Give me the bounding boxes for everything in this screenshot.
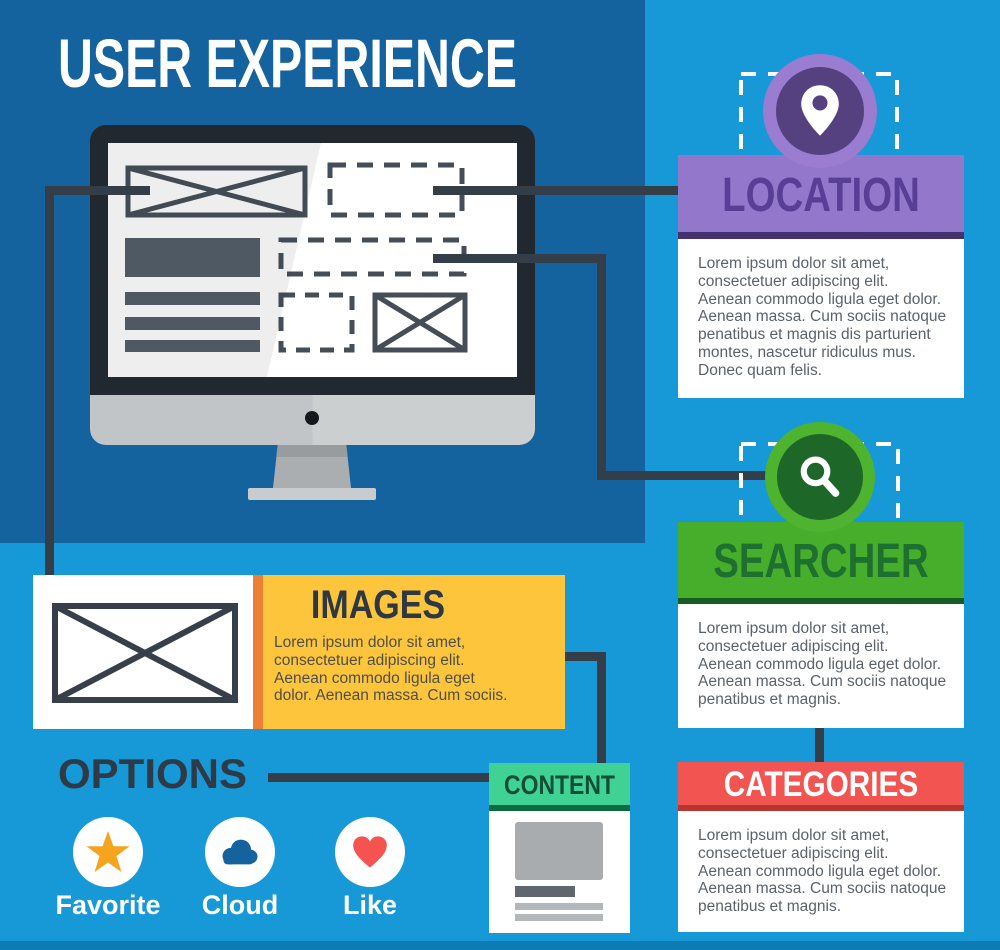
options-heading: OPTIONS: [58, 750, 248, 797]
cloud-icon: [222, 839, 258, 865]
content-header: CONTENT: [489, 763, 630, 805]
categories-body-text: Lorem ipsum dolor sit amet, consectetuer…: [698, 827, 947, 916]
location-title: LOCATION: [722, 169, 920, 222]
cloud-label: Cloud: [201, 890, 279, 920]
wireframe-image-placeholder-bottom-right: [372, 292, 468, 353]
searcher-dashed-frame: [739, 442, 900, 525]
cloud-option: [205, 817, 275, 887]
connector-line-images-content-1: [565, 652, 606, 661]
categories-header-underline: [678, 805, 964, 811]
images-accent-strip: [253, 575, 263, 729]
searcher-header: SEARCHER: [678, 522, 964, 598]
location-badge: [763, 54, 877, 168]
connector-line-to-searcher-1: [433, 254, 606, 263]
wireframe-text-line: [125, 340, 260, 352]
image-placeholder-icon: [52, 603, 238, 703]
connector-line-to-searcher-3: [597, 471, 780, 480]
content-image-placeholder: [515, 822, 603, 880]
connector-line-to-searcher-2: [597, 254, 606, 480]
location-card-body: Lorem ipsum dolor sit amet, consectetuer…: [678, 239, 964, 398]
images-title: IMAGES: [310, 583, 446, 627]
like-option: [335, 817, 405, 887]
searcher-body-text: Lorem ipsum dolor sit amet, consectetuer…: [698, 620, 947, 709]
searcher-header-underline: [678, 598, 964, 604]
star-icon: [86, 830, 130, 873]
location-dashed-frame: [739, 72, 899, 158]
connector-line-options-content: [268, 773, 489, 782]
searcher-badge: [765, 422, 875, 532]
location-header-underline: [678, 232, 964, 239]
images-body-text: Lorem ipsum dolor sit amet, consectetuer…: [274, 634, 508, 705]
page-title: USER EXPERIENCE: [58, 25, 517, 102]
location-body-text: Lorem ipsum dolor sit amet, consectetuer…: [698, 255, 947, 379]
bottom-accent-strip: [0, 941, 1000, 950]
images-card: [263, 575, 565, 729]
heart-icon: [353, 836, 387, 868]
monitor-stand-neck: [273, 445, 351, 488]
connector-line-searcher-categories: [815, 726, 824, 766]
searcher-title: SEARCHER: [713, 535, 929, 588]
content-heading-bar: [515, 886, 575, 897]
favorite-label: Favorite: [55, 890, 161, 920]
categories-header: CATEGORIES: [678, 762, 964, 805]
content-text-bar: [515, 914, 603, 921]
map-pin-icon: [801, 85, 839, 136]
connector-line-to-images: [45, 186, 54, 575]
wireframe-text-line: [125, 292, 260, 305]
content-title: CONTENT: [504, 770, 615, 800]
content-text-bar: [515, 903, 603, 910]
magnifier-icon: [800, 456, 840, 497]
favorite-option: [73, 817, 143, 887]
monitor-stand-base: [248, 488, 376, 500]
searcher-badge-inner: [777, 434, 863, 520]
location-header: LOCATION: [678, 155, 964, 232]
categories-card-body: Lorem ipsum dolor sit amet, consectetuer…: [678, 811, 964, 932]
connector-line-images-content-2: [597, 652, 606, 765]
searcher-card-body: Lorem ipsum dolor sit amet, consectetuer…: [678, 604, 964, 728]
content-header-underline: [489, 805, 630, 811]
wireframe-dashed-region-top-right: [327, 162, 465, 218]
monitor-camera-dot: [305, 411, 319, 425]
like-label: Like: [342, 890, 398, 920]
categories-title: CATEGORIES: [723, 765, 919, 804]
connector-line-to-location: [433, 186, 680, 195]
connector-line-location-left: [45, 186, 150, 195]
wireframe-text-block: [125, 238, 260, 277]
wireframe-text-line: [125, 317, 260, 330]
wireframe-dashed-region-bottom: [278, 292, 355, 353]
